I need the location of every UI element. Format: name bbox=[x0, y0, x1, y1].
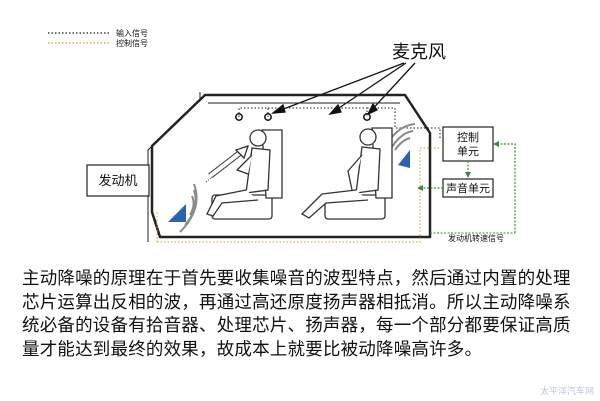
sound-unit-box: 声音单元 bbox=[442, 178, 494, 198]
anc-diagram: 输入信号 控制信号 麦克风 bbox=[48, 28, 516, 243]
sound-unit-label: 声音单元 bbox=[446, 181, 490, 195]
engine-speed-signal-label: 发动机转速信号 bbox=[448, 233, 504, 243]
caption-text: 主动降噪的原理在于首先要收集噪音的波型特点，然后通过内置的处理芯片运算出反相的波… bbox=[22, 269, 571, 360]
legend-input-label: 输入信号 bbox=[116, 28, 148, 38]
engine-box: 发动机 bbox=[86, 164, 150, 197]
speakers bbox=[168, 150, 410, 222]
driver-figure bbox=[206, 129, 283, 220]
speaker-rear bbox=[398, 150, 410, 168]
input-signal-lines bbox=[238, 107, 441, 140]
microphone-label: 麦克风 bbox=[392, 42, 446, 63]
legend-control-label: 控制信号 bbox=[116, 38, 148, 48]
green-arrowheads bbox=[417, 141, 499, 191]
microphones bbox=[235, 113, 371, 121]
control-unit-label-line2: 单元 bbox=[457, 145, 479, 158]
control-unit-box: 控制 单元 bbox=[442, 126, 494, 162]
watermark: 太平洋汽车网 bbox=[539, 387, 594, 397]
green-arrows bbox=[420, 143, 516, 233]
microphone-3 bbox=[363, 113, 371, 121]
microphone-pointers bbox=[270, 62, 416, 116]
steering-arrow bbox=[205, 144, 250, 183]
control-signal-lines bbox=[156, 147, 440, 243]
speaker-front bbox=[168, 204, 186, 222]
passenger-figure bbox=[300, 127, 393, 220]
control-unit-label-line1: 控制 bbox=[457, 130, 479, 144]
engine-label: 发动机 bbox=[98, 173, 137, 189]
legend: 输入信号 控制信号 bbox=[48, 28, 148, 48]
